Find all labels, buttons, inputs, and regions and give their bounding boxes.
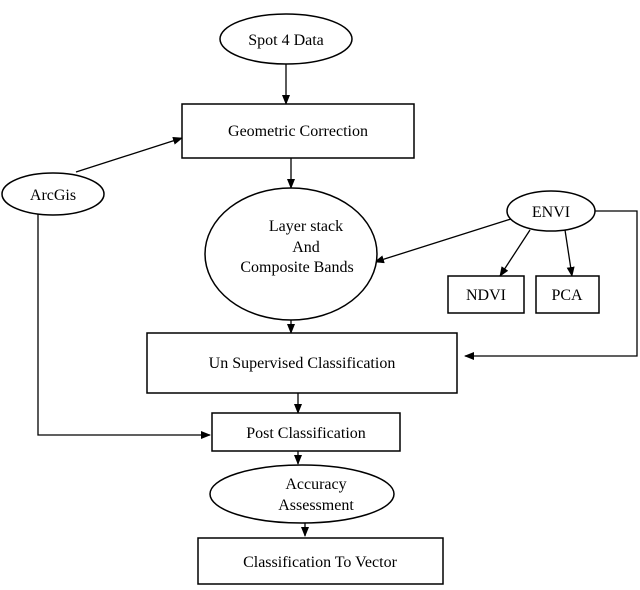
- node-geometric-correction-label: Geometric Correction: [228, 123, 368, 140]
- edge-envi-to-layerstack: [374, 217, 515, 264]
- edge-arcgis-to-post: [37, 213, 211, 439]
- node-pca: PCA: [535, 275, 600, 314]
- node-envi-label: ENVI: [532, 204, 570, 221]
- edge-envi-to-ndvi: [499, 229, 531, 277]
- node-post-classification: Post Classification: [211, 412, 401, 452]
- node-geometric-correction: Geometric Correction: [181, 103, 415, 159]
- node-accuracy-assessment: Accuracy Assessment: [209, 464, 395, 524]
- edge-arcgis-to-geometric: [75, 136, 183, 173]
- node-spot4-data-label: Spot 4 Data: [248, 32, 324, 49]
- node-unsupervised-classification: Un Supervised Classification: [146, 332, 458, 394]
- node-classification-to-vector: Classification To Vector: [197, 537, 444, 585]
- node-accuracy-assessment-line-1: Accuracy: [285, 476, 346, 493]
- node-ndvi-label: NDVI: [466, 287, 506, 304]
- node-layer-stack-line-2: And: [292, 239, 320, 256]
- node-unsupervised-classification-label: Un Supervised Classification: [209, 355, 396, 372]
- node-accuracy-assessment-line-2: Assessment: [278, 497, 354, 514]
- node-layer-stack: Layer stack And Composite Bands: [204, 187, 378, 321]
- node-arcgis-label: ArcGis: [30, 187, 76, 204]
- edge-envi-to-unsupervised: [464, 210, 638, 360]
- edges: [37, 64, 638, 537]
- node-pca-label: PCA: [551, 287, 583, 304]
- node-envi: ENVI: [506, 190, 596, 232]
- node-classification-to-vector-label: Classification To Vector: [243, 554, 397, 571]
- edge-envi-to-pca: [564, 229, 575, 277]
- node-spot4-data: Spot 4 Data: [219, 13, 353, 65]
- node-arcgis: ArcGis: [1, 172, 105, 216]
- node-post-classification-label: Post Classification: [246, 425, 366, 442]
- node-layer-stack-line-3: Composite Bands: [240, 259, 353, 276]
- node-layer-stack-line-1: Layer stack: [269, 218, 343, 235]
- node-ndvi: NDVI: [447, 275, 525, 314]
